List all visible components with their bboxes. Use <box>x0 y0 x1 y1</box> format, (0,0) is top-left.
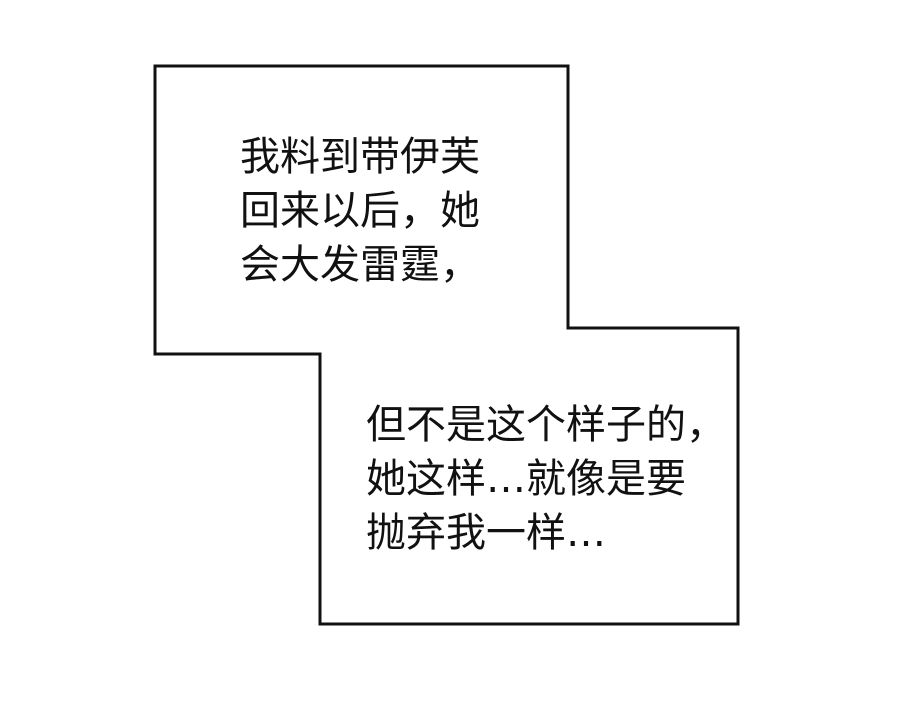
caption-line: 会大发雷霆， <box>240 242 480 288</box>
caption-line: 她这样…就像是要 <box>366 456 686 502</box>
caption-line: 回来以后，她 <box>240 188 480 234</box>
caption-top-text: 我料到带伊芙 回来以后，她 会大发雷霆， <box>240 130 480 292</box>
caption-line: 但不是这个样子的， <box>366 402 726 448</box>
caption-line: 我料到带伊芙 <box>240 134 480 180</box>
caption-line: 抛弃我一样… <box>366 510 606 556</box>
caption-bottom-text: 但不是这个样子的， 她这样…就像是要 抛弃我一样… <box>366 398 726 560</box>
